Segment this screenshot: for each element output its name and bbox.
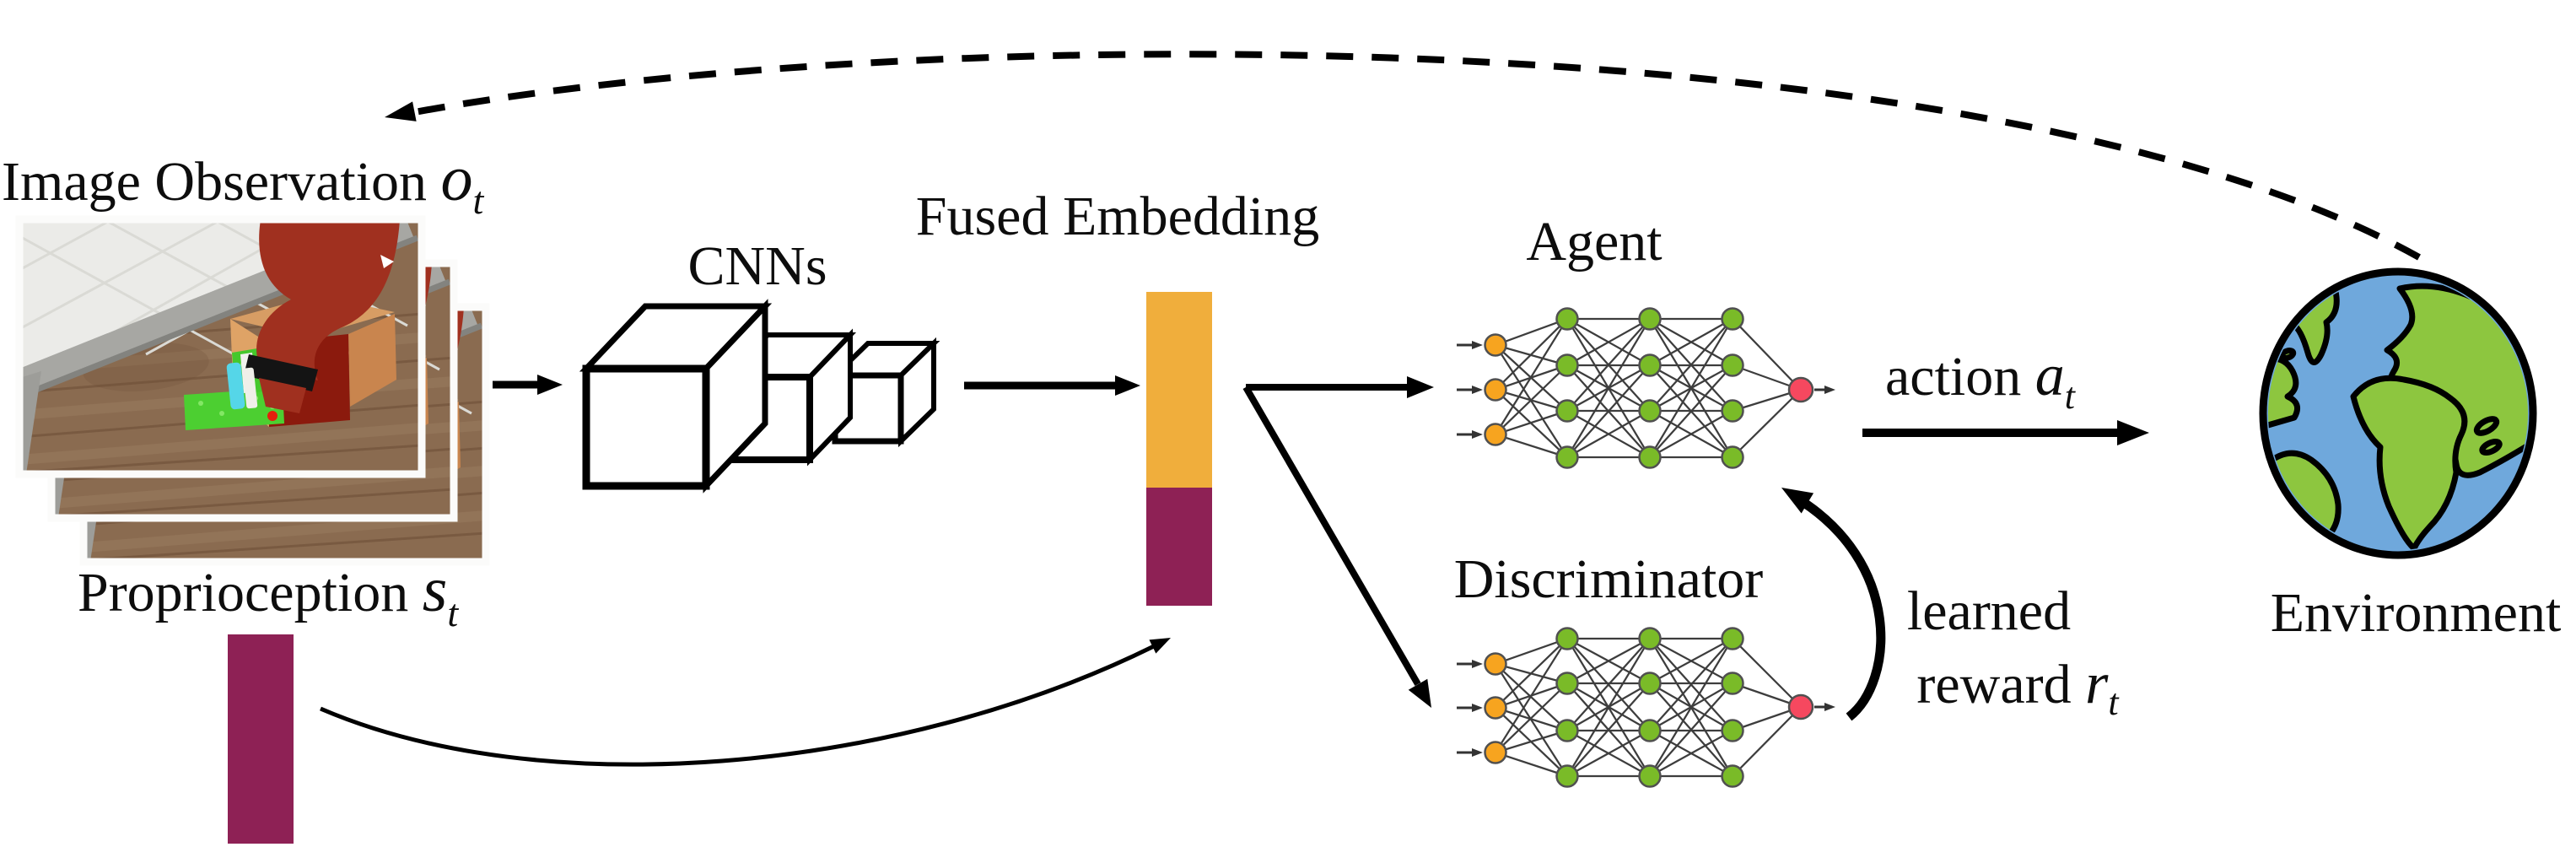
embedding-to-agent-arrowhead-icon [1407,376,1434,398]
cnn-cubes [579,299,940,494]
learned-reward-arrowhead-icon [1781,488,1814,514]
observation-frames [15,218,488,564]
proprioception-bar [228,634,294,844]
action-arrowhead-icon [2117,420,2149,445]
proprioception-arrowhead-icon [1149,638,1171,654]
observation-frame [15,218,423,476]
agent-label: Agent [1526,211,1662,272]
embedding-to-discriminator-arrow [1242,385,1421,687]
environment-label: Environment [2271,582,2562,644]
embedding-to-discriminator-arrowhead-icon [1408,678,1431,708]
network-agent [1457,307,1835,469]
discriminator-label: Discriminator [1454,548,1764,610]
learned-reward-arrow [1792,493,1886,721]
feedback-arrowhead-icon [385,101,417,121]
learned-reward-label-line2: reward rt [1916,651,2120,723]
globe-icon [2259,267,2537,559]
cnn-cube-3 [828,337,940,448]
embedding-bar-purple [1146,488,1212,606]
cnns-label: CNNs [687,235,827,297]
network-discriminator [1457,627,1835,788]
proprioception-label: Proprioception st [78,554,459,634]
proprioception-to-embedding-arrow [320,644,1156,767]
embedding-bar-orange [1146,292,1212,488]
action-label: action at [1885,343,2077,417]
fused-embedding-label: Fused Embedding [916,186,1319,247]
cnn-to-embedding-arrowhead-icon [1115,375,1140,396]
learned-reward-label-line1: learned [1907,580,2071,642]
image-observation-label: Image Observation ot [2,143,485,222]
obs-to-cnn-arrowhead-icon [537,375,563,395]
cnn-cube-1 [579,299,773,494]
environment-feedback-arrow [396,51,2421,261]
